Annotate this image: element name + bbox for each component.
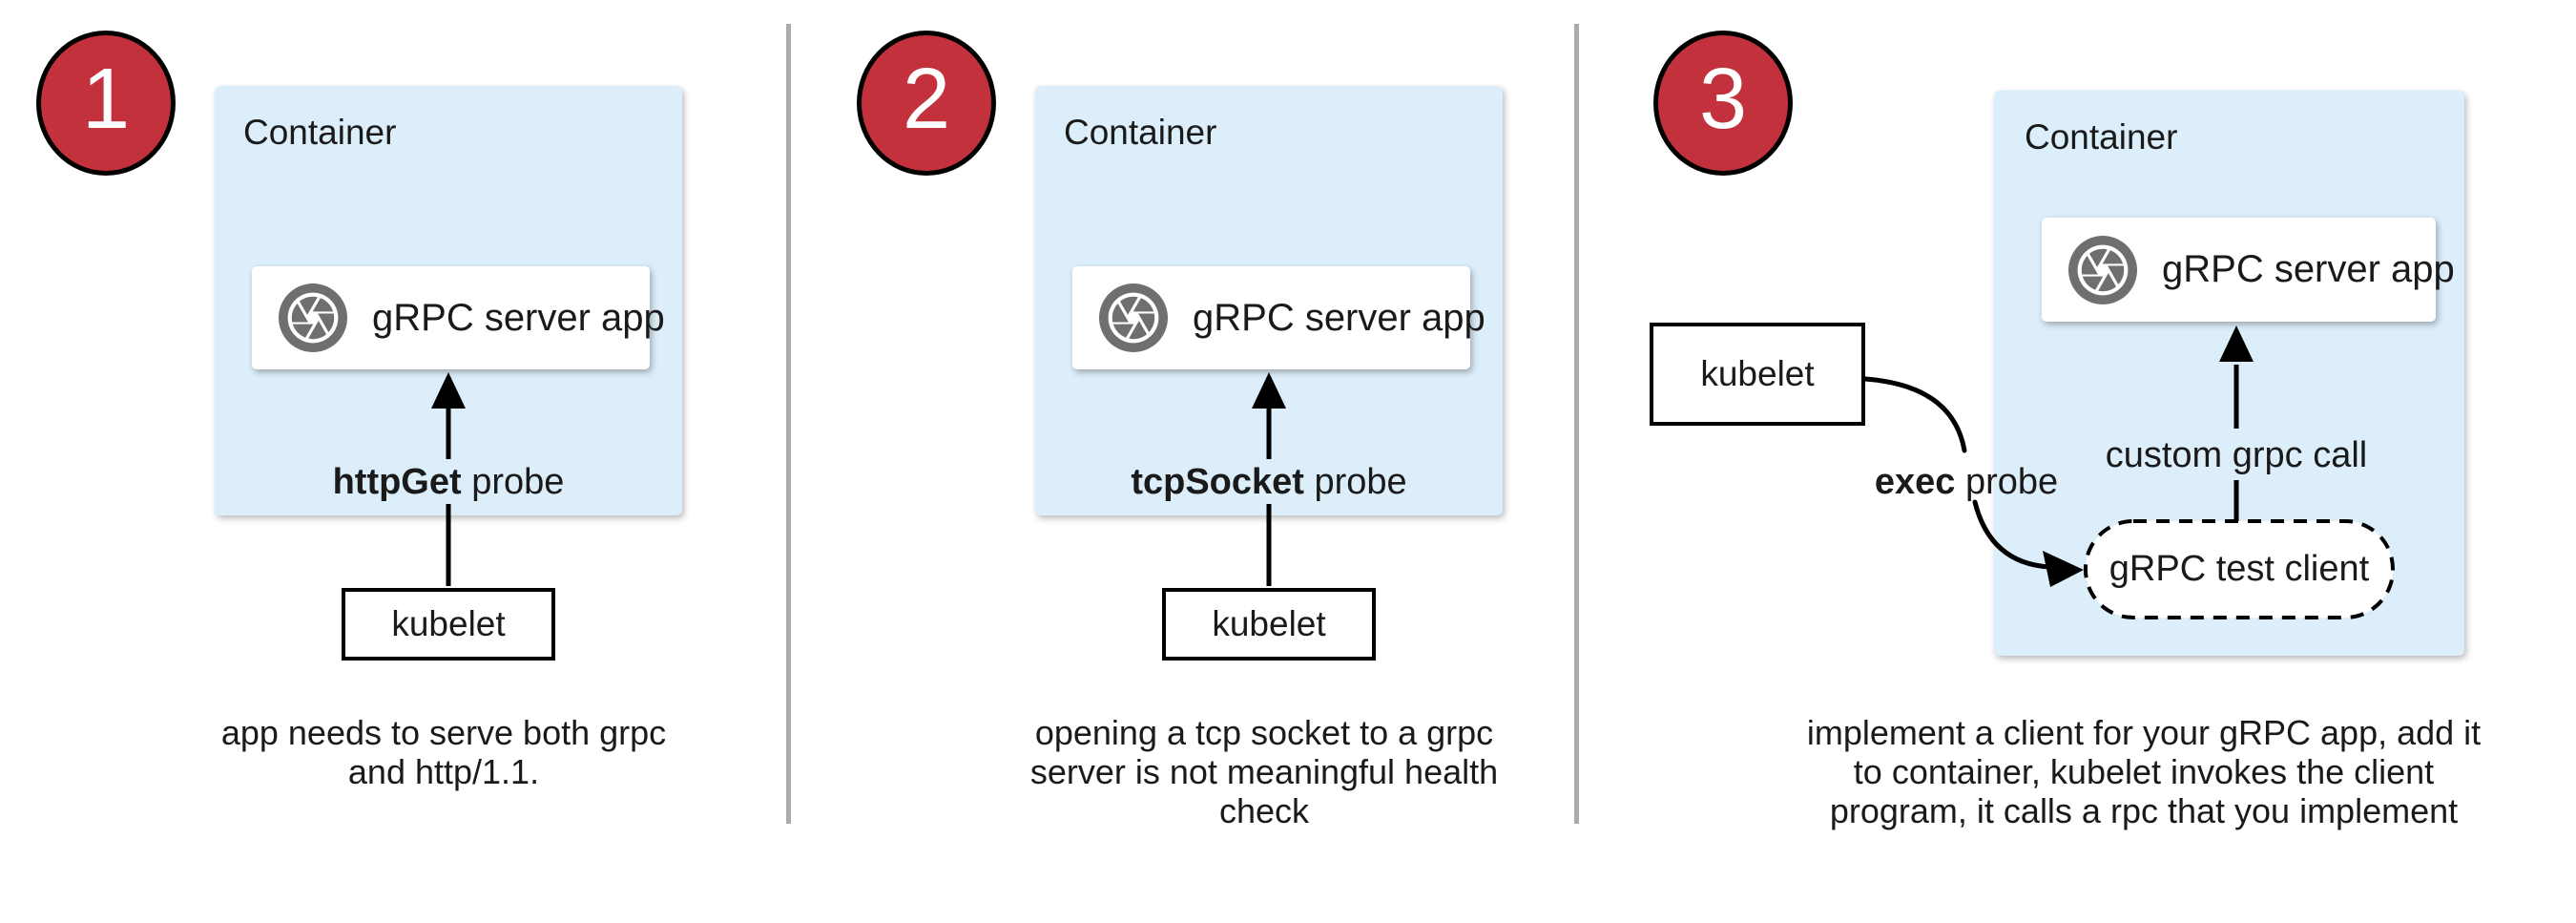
container-label: Container xyxy=(2025,117,2178,157)
grpc-server-app-label: gRPC server app xyxy=(372,296,665,339)
caption-1: app needs to serve both grpc and http/1.… xyxy=(98,713,789,791)
exec-probe-label: exec probe xyxy=(1828,462,2105,503)
caption-line: check xyxy=(1218,791,1310,830)
badge-number: 3 xyxy=(1698,52,1748,147)
step-badge-1: 1 xyxy=(36,31,176,176)
kubelet-box-3: kubelet xyxy=(1650,323,1865,426)
caption-line: server is not meaningful health xyxy=(1029,752,1499,791)
step-badge-2: 2 xyxy=(857,31,996,176)
probe-label-bold: httpGet xyxy=(332,462,462,502)
container-label: Container xyxy=(243,113,397,152)
kubelet-label: kubelet xyxy=(391,604,506,643)
grpc-server-app-label: gRPC server app xyxy=(1193,296,1485,339)
caption-2: opening a tcp socket to a grpc server is… xyxy=(919,713,1610,830)
grpc-test-client-label: gRPC test client xyxy=(2109,549,2370,589)
step-badge-3: 3 xyxy=(1653,31,1793,176)
caption-line: and http/1.1. xyxy=(347,752,540,791)
caption-line: implement a client for your gRPC app, ad… xyxy=(1806,713,2482,752)
probe-label-1: httpGet probe xyxy=(215,462,682,503)
probe-label-2: tcpSocket probe xyxy=(1035,462,1503,503)
caption-3: implement a client for your gRPC app, ad… xyxy=(1791,713,2497,830)
grpc-server-app-label: gRPC server app xyxy=(2162,248,2455,290)
aperture-icon xyxy=(279,283,347,352)
container-label: Container xyxy=(1064,113,1217,152)
grpc-server-app-box: gRPC server app xyxy=(1072,266,1485,369)
probe-label-bold: tcpSocket xyxy=(1131,462,1304,502)
panel-divider-1 xyxy=(786,24,791,824)
custom-grpc-call-label: custom grpc call xyxy=(2105,435,2368,475)
grpc-server-app-box: gRPC server app xyxy=(2042,218,2455,322)
badge-number: 2 xyxy=(902,52,951,147)
kubelet-label: kubelet xyxy=(1212,604,1326,643)
probe-label-bold: exec xyxy=(1874,462,1956,502)
caption-line: to container, kubelet invokes the client xyxy=(1853,752,2435,791)
aperture-icon xyxy=(1099,283,1168,352)
caption-line: program, it calls a rpc that you impleme… xyxy=(1829,791,2459,830)
caption-line: app needs to serve both grpc xyxy=(220,713,667,752)
kubelet-box-2: kubelet xyxy=(1162,588,1376,661)
exec-curve-upper xyxy=(1862,376,1967,453)
caption-line: opening a tcp socket to a grpc xyxy=(1034,713,1494,752)
probe-label-rest: probe xyxy=(461,462,565,502)
probe-label-rest: probe xyxy=(1955,462,2059,502)
aperture-icon xyxy=(2068,235,2137,304)
grpc-server-app-box: gRPC server app xyxy=(252,266,665,369)
panel-divider-2 xyxy=(1574,24,1579,824)
kubelet-box-1: kubelet xyxy=(342,588,555,661)
badge-number: 1 xyxy=(81,52,131,147)
kubelet-label: kubelet xyxy=(1700,354,1815,393)
probe-label-rest: probe xyxy=(1303,462,1407,502)
